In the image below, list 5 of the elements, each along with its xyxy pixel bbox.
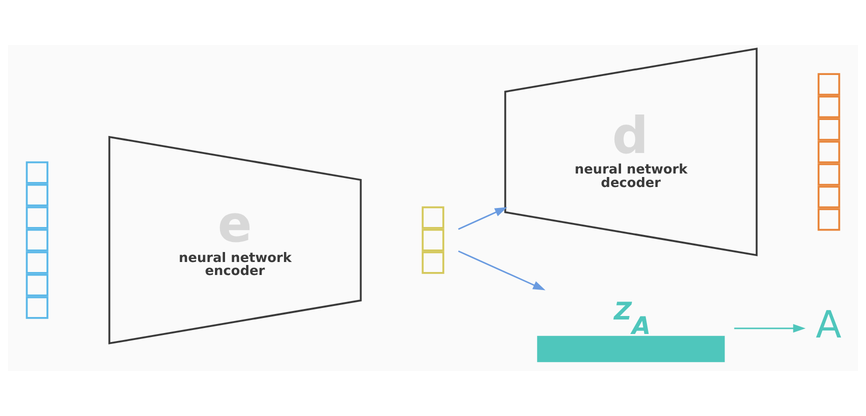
node-text: A — [816, 302, 842, 347]
arrow — [458, 250, 546, 290]
node-box — [537, 336, 725, 362]
arrow — [458, 207, 508, 230]
arrow — [734, 324, 806, 333]
